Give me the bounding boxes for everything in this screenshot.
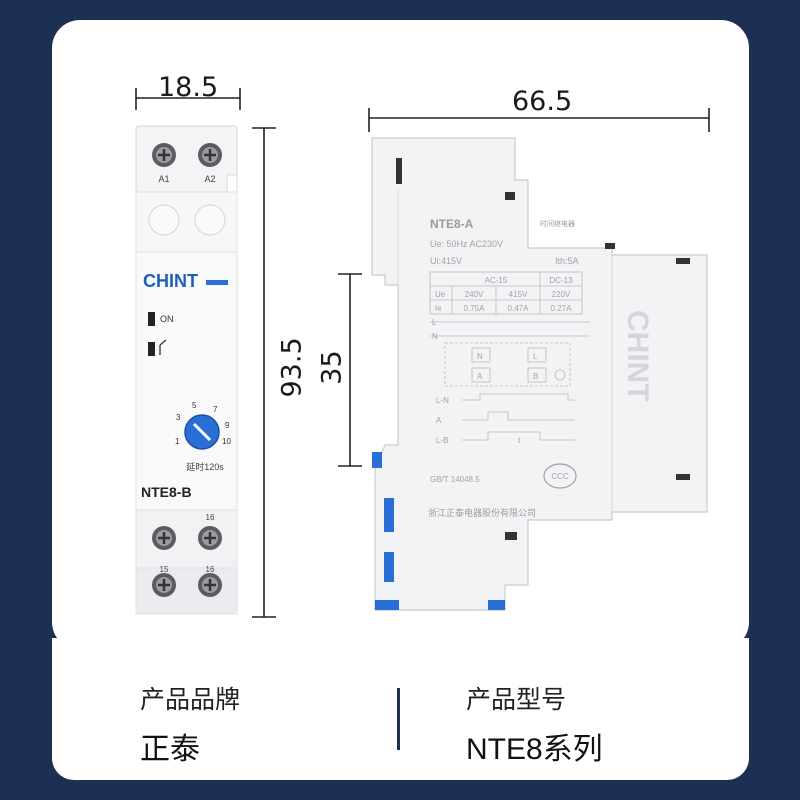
timing-diagram <box>462 393 575 441</box>
svg-text:N: N <box>477 352 483 361</box>
front-model-label: NTE8-B <box>141 484 192 500</box>
info-divider <box>397 688 400 750</box>
svg-text:t: t <box>518 436 521 445</box>
svg-text:1: 1 <box>175 437 180 446</box>
svg-text:5: 5 <box>192 401 197 410</box>
dial-caption: 延时120s <box>186 461 224 472</box>
screw-terminal-15 <box>152 573 176 597</box>
model-value: NTE8系列 <box>466 733 603 766</box>
side-device: NTE8-A 时间继电器 Ue: 50Hz AC230V Ui:415V Ith… <box>371 137 708 611</box>
chint-logo-front: CHINT <box>143 271 198 291</box>
brand-value: 正泰 <box>140 733 200 766</box>
svg-text:7: 7 <box>213 405 218 414</box>
svg-text:L: L <box>533 352 538 361</box>
time-dial: 1 3 5 7 9 10 <box>175 401 231 450</box>
screw-terminal-a2 <box>198 143 222 167</box>
relay-indicator-led <box>148 342 155 356</box>
svg-text:A: A <box>477 372 483 381</box>
relay-contact-icon <box>159 339 167 355</box>
screw-terminal-16 <box>198 573 222 597</box>
svg-text:0.27A: 0.27A <box>551 304 573 313</box>
svg-text:9: 9 <box>225 421 230 430</box>
svg-text:L-B: L-B <box>436 436 448 445</box>
spec-ith: Ith:5A <box>555 256 579 266</box>
svg-text:DC-13: DC-13 <box>549 276 573 285</box>
manufacturer-label: 浙江正泰电器股份有限公司 <box>428 507 536 518</box>
svg-text:0.47A: 0.47A <box>508 304 530 313</box>
model-label: 产品型号 <box>466 686 567 714</box>
screw-terminal-a1 <box>152 143 176 167</box>
wiring-diagram <box>430 321 590 387</box>
spec-table <box>429 271 583 315</box>
svg-text:3: 3 <box>176 413 181 422</box>
spec-ui: Ui:415V <box>430 256 462 266</box>
on-indicator-led <box>148 312 155 326</box>
svg-text:10: 10 <box>222 437 231 446</box>
device-drawings: A1 A2 CHINT ON 1 3 5 7 9 10 延时120s NTE8-… <box>135 88 710 618</box>
chint-logo-side: CHINT <box>621 310 654 402</box>
svg-text:L: L <box>432 318 437 327</box>
terminal-a1-label: A1 <box>158 174 169 184</box>
brand-label: 产品品牌 <box>140 686 241 714</box>
svg-text:16: 16 <box>206 565 215 574</box>
svg-text:N: N <box>432 332 438 341</box>
svg-text:415V: 415V <box>509 290 528 299</box>
svg-text:16: 16 <box>206 513 215 522</box>
front-device: A1 A2 CHINT ON 1 3 5 7 9 10 延时120s NTE8-… <box>135 125 238 615</box>
svg-text:Ie: Ie <box>435 304 442 313</box>
svg-text:AC-15: AC-15 <box>485 276 508 285</box>
svg-text:0.75A: 0.75A <box>464 304 486 313</box>
svg-text:L-N: L-N <box>436 396 449 405</box>
screw-terminal-mid-right <box>198 526 222 550</box>
svg-text:CCC: CCC <box>551 472 569 481</box>
screw-terminal-mid-left <box>152 526 176 550</box>
svg-text:A: A <box>436 416 442 425</box>
product-info-card <box>52 638 749 780</box>
side-model-label: NTE8-A <box>430 217 474 231</box>
dimension-lines <box>135 88 710 618</box>
svg-text:B: B <box>533 372 538 381</box>
svg-text:240V: 240V <box>465 290 484 299</box>
spec-rated-voltage: Ue: 50Hz AC230V <box>430 239 503 249</box>
terminal-a2-label: A2 <box>204 174 215 184</box>
relay-type-label: 时间继电器 <box>540 219 575 228</box>
ccc-cert-mark: CCC <box>543 463 577 489</box>
svg-text:15: 15 <box>160 565 169 574</box>
svg-text:220V: 220V <box>552 290 571 299</box>
standard-label: GB/T 14048.5 <box>430 475 480 484</box>
svg-text:Ue: Ue <box>435 290 446 299</box>
side-depth-dimension: 66.5 <box>512 86 573 117</box>
on-indicator-label: ON <box>160 314 174 324</box>
